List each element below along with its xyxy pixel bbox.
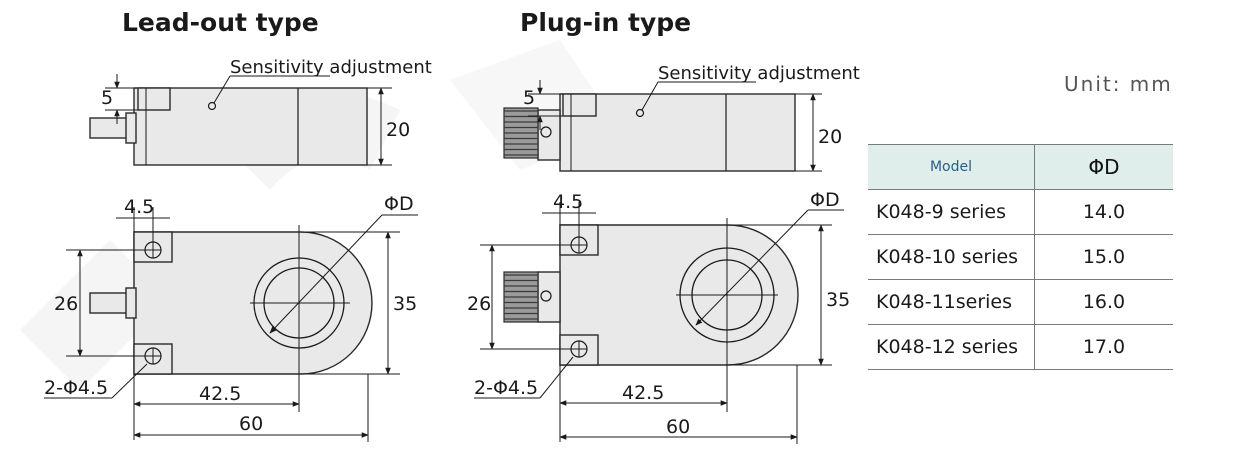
model-spec-table: Model ΦD K048-9 series 14.0 K048-10 seri… (868, 144, 1173, 370)
lead-out-dim-26: 26 (54, 293, 78, 315)
plug-in-dim-5: 5 (523, 87, 535, 109)
plug-in-dim-hole: 2-Φ4.5 (474, 377, 538, 399)
table-row: K048-11series 16.0 (868, 279, 1173, 325)
lead-out-front-view: ΦD 4.5 26 35 2-Φ4.5 42.5 (44, 193, 418, 442)
phid-cell: 17.0 (1034, 324, 1173, 370)
lead-out-dim-35: 35 (393, 293, 417, 315)
plug-in-sensitivity-label: Sensitivity adjustment (658, 63, 860, 84)
plug-in-dim-phid: ΦD (810, 189, 840, 211)
unit-label: Unit: mm (1064, 72, 1173, 96)
lead-out-dim-60: 60 (239, 413, 263, 435)
lead-out-dim-5: 5 (101, 87, 113, 109)
lead-out-dim-hole: 2-Φ4.5 (44, 377, 108, 399)
plug-in-dim-35: 35 (826, 289, 850, 311)
plug-in-dim-26: 26 (467, 293, 491, 315)
model-cell: K048-10 series (868, 234, 1035, 280)
phid-cell: 15.0 (1034, 234, 1173, 280)
lead-out-sensitivity-label: Sensitivity adjustment (230, 57, 432, 78)
plug-in-dim-20: 20 (818, 126, 842, 148)
plug-in-title: Plug-in type (520, 8, 691, 37)
table-header-row: Model ΦD (868, 144, 1173, 190)
lead-out-dim-phid: ΦD (384, 193, 414, 215)
model-cell: K048-12 series (868, 324, 1035, 370)
phid-cell: 14.0 (1034, 189, 1173, 235)
model-cell: K048-9 series (868, 189, 1035, 235)
plug-in-front-view: ΦD 4.5 26 35 2-Φ4.5 42.5 (467, 189, 850, 444)
lead-out-dim-42-5: 42.5 (199, 383, 241, 405)
plug-in-connector-front (503, 271, 539, 323)
phid-cell: 16.0 (1034, 279, 1173, 325)
model-cell: K048-11series (868, 279, 1035, 325)
plug-in-dim-42-5: 42.5 (622, 382, 664, 404)
plug-in-side-view: Sensitivity adjustment 5 20 (503, 63, 860, 172)
plug-in-dim-60: 60 (666, 416, 690, 438)
column-header-phid: ΦD (1034, 144, 1173, 190)
lead-out-dim-4-5: 4.5 (124, 196, 154, 218)
column-header-model: Model (868, 144, 1035, 190)
lead-out-side-view: Sensitivity adjustment 5 20 (89, 57, 432, 166)
plug-in-dim-4-5: 4.5 (553, 191, 583, 213)
table-row: K048-12 series 17.0 (868, 324, 1173, 370)
lead-out-section: Lead-out type Sensitivity adjustment 5 2… (44, 8, 432, 442)
lead-out-title: Lead-out type (122, 8, 319, 37)
table-row: K048-9 series 14.0 (868, 189, 1173, 235)
table-row: K048-10 series 15.0 (868, 234, 1173, 280)
lead-out-dim-20: 20 (386, 119, 410, 141)
plug-in-section: Plug-in type Sensitivity adjustment 5 (467, 8, 860, 444)
